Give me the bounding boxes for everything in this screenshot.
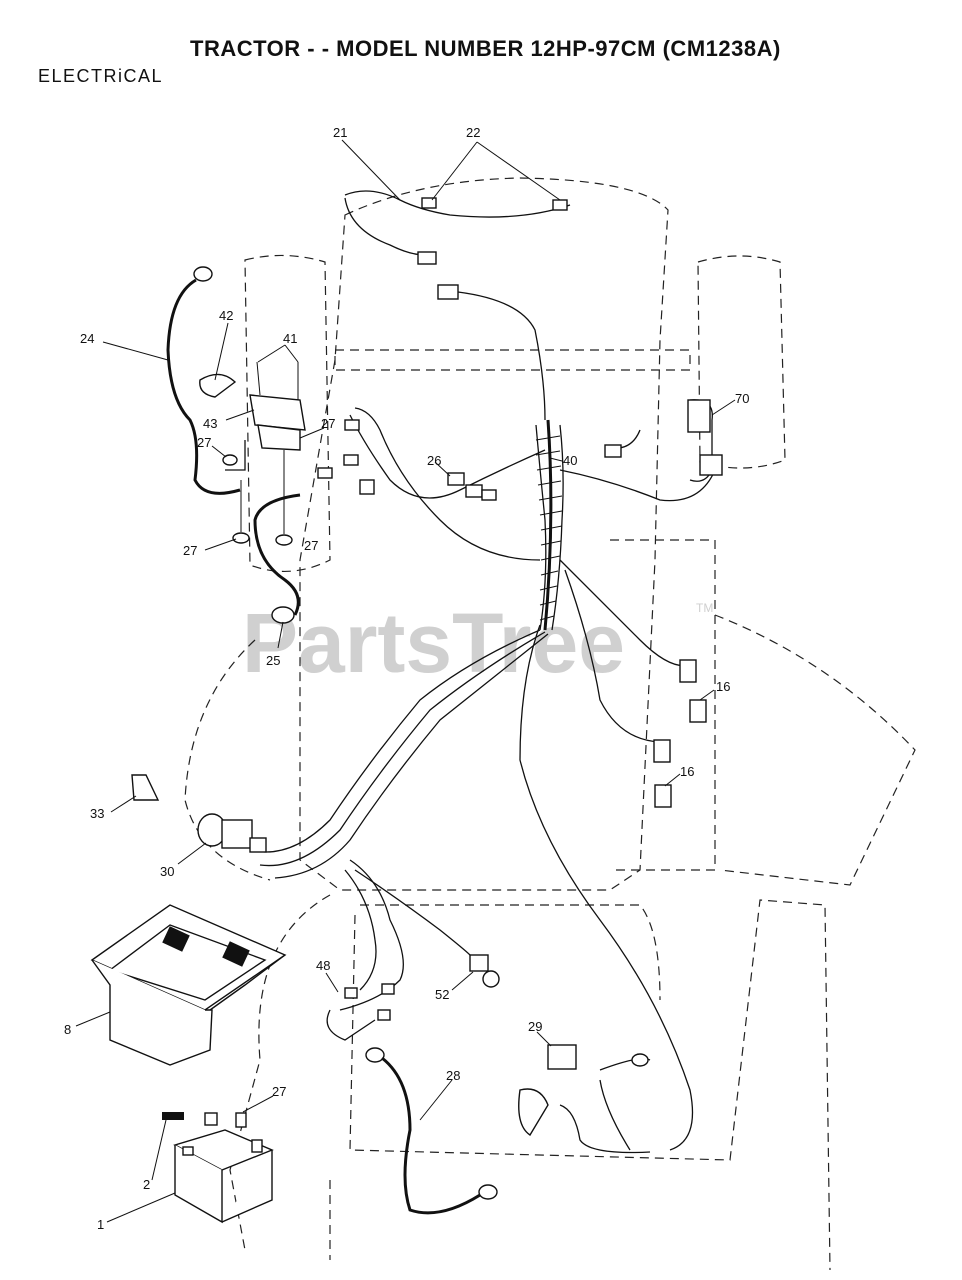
battery-cable-28 <box>365 1047 498 1215</box>
callout-43: 43 <box>203 416 217 431</box>
ground-cable-25 <box>253 493 301 624</box>
tractor-outline <box>184 177 916 1271</box>
watermark-text: PartsTree <box>242 596 625 690</box>
solenoid-assembly <box>199 361 375 546</box>
ignition-switch-30 <box>197 813 267 853</box>
callout-2: 2 <box>143 1177 150 1192</box>
callout-22: 22 <box>466 125 480 140</box>
callout-70: 70 <box>735 391 749 406</box>
leader-lines <box>75 139 736 1223</box>
callout-29: 29 <box>528 1019 542 1034</box>
callout-16-a: 16 <box>716 679 730 694</box>
callout-21: 21 <box>333 125 347 140</box>
battery-cable-24 <box>166 266 241 495</box>
callout-16-b: 16 <box>680 764 694 779</box>
callout-33: 33 <box>90 806 104 821</box>
callout-40: 40 <box>563 453 577 468</box>
battery-box-8 <box>90 904 287 1066</box>
section-title: ELECTRiCAL <box>38 66 164 86</box>
harness-branches <box>249 407 716 1151</box>
callout-8: 8 <box>64 1022 71 1037</box>
harness-connector-upper <box>417 251 437 265</box>
watermark-tm: TM <box>696 601 713 615</box>
headlight-harness <box>344 190 571 421</box>
callout-27-c: 27 <box>183 543 197 558</box>
callout-30: 30 <box>160 864 174 879</box>
harness-connector-mid <box>437 284 459 300</box>
callout-48: 48 <box>316 958 330 973</box>
callout-24: 24 <box>80 331 94 346</box>
callout-42: 42 <box>219 308 233 323</box>
harness-48 <box>344 983 395 1021</box>
callout-41: 41 <box>283 331 297 346</box>
lamp-52 <box>469 954 500 988</box>
callout-27-b: 27 <box>321 416 335 431</box>
switch-70 <box>604 399 723 482</box>
callout-25: 25 <box>266 653 280 668</box>
callout-26: 26 <box>427 453 441 468</box>
callout-28: 28 <box>446 1068 460 1083</box>
callout-27-e: 27 <box>272 1084 286 1099</box>
solenoid-29 <box>518 1044 651 1154</box>
page-title: TRACTOR - - MODEL NUMBER 12HP-97CM (CM12… <box>190 36 781 61</box>
connectors-16 <box>653 659 707 808</box>
headlight-bulb-right <box>552 199 568 211</box>
headlight-bulb-left <box>421 197 437 209</box>
main-harness-loom <box>535 419 564 631</box>
battery-1 <box>162 1112 274 1224</box>
bracket-33 <box>131 774 160 801</box>
callout-52: 52 <box>435 987 449 1002</box>
connectors-26 <box>447 472 497 501</box>
callout-27-d: 27 <box>304 538 318 553</box>
callout-numbers: 21 22 24 42 41 43 27 27 27 27 25 26 40 7… <box>64 125 749 1232</box>
callout-1: 1 <box>97 1217 104 1232</box>
callout-27-a: 27 <box>197 435 211 450</box>
